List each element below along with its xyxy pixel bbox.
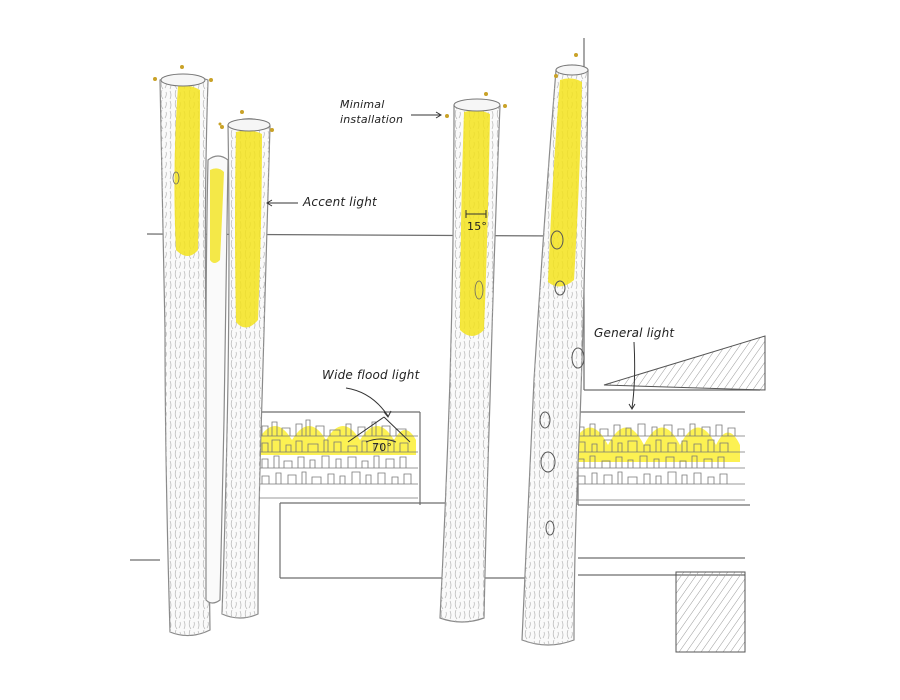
trunk-left-2 (205, 155, 229, 604)
minimal-installation-label-line1: Minimal (340, 98, 385, 111)
general-light-label: General light (594, 326, 675, 340)
wide-flood-light-label: Wide flood light (322, 368, 420, 382)
trunk-right (521, 64, 589, 646)
annotation-arrows (266, 111, 636, 418)
shelving-left (256, 416, 418, 499)
wide-beam-angle-label: 70° (372, 441, 393, 454)
corner-block (675, 571, 746, 653)
trunk-middle (439, 98, 501, 623)
trunk-left-3 (221, 118, 271, 619)
narrow-beam-angle-label: 15° (467, 220, 488, 233)
trunk-left-1 (159, 73, 211, 637)
shelving-right (572, 423, 745, 501)
ceiling-slope (603, 335, 766, 391)
accent-light-label: Accent light (303, 195, 377, 209)
minimal-installation-label-line2: installation (340, 113, 404, 126)
fixture-dots (153, 53, 578, 132)
